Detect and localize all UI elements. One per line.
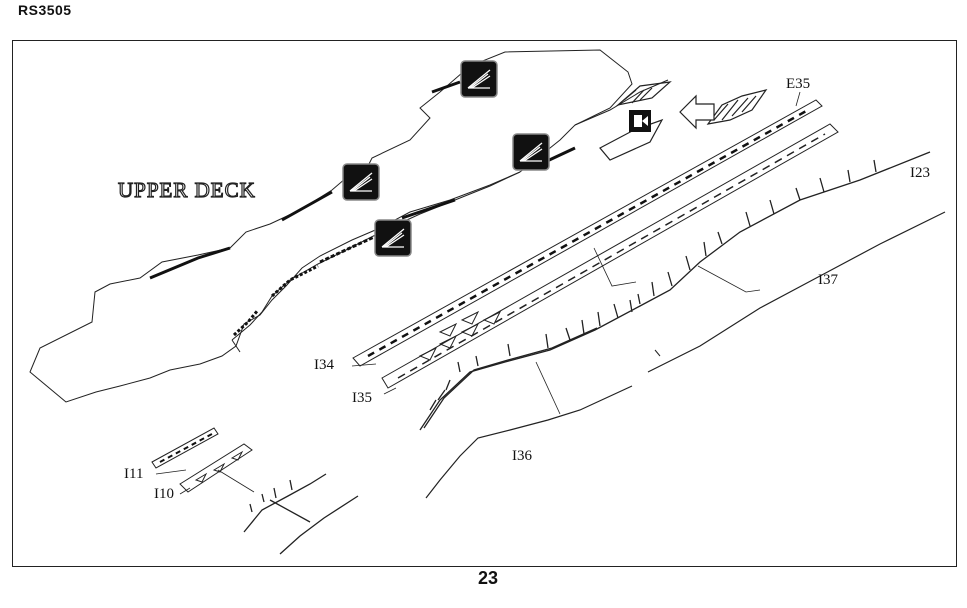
part-i37	[647, 211, 946, 373]
label-i36: I36	[512, 448, 532, 464]
label-i34: I34	[314, 357, 334, 373]
gallery-icon	[460, 60, 498, 98]
part-i11	[151, 427, 219, 469]
part-i36	[425, 385, 633, 499]
diagram-frame	[12, 40, 957, 567]
label-i11: I11	[124, 466, 144, 482]
direction-arrow	[679, 94, 715, 130]
gallery-icon	[512, 133, 550, 171]
label-i23: I23	[910, 165, 930, 181]
part-e35	[352, 99, 823, 367]
gallery-icon	[342, 163, 380, 201]
gallery-icon	[374, 219, 412, 257]
label-i35: I35	[352, 390, 372, 406]
i23-posts	[429, 159, 877, 411]
part-i35	[381, 123, 839, 389]
page-number: 23	[478, 568, 499, 588]
flip-part-icon	[629, 110, 651, 132]
part-i23	[419, 151, 931, 431]
leader-lines	[155, 91, 801, 495]
document-code: RS3505	[18, 2, 72, 18]
part-i10	[179, 443, 253, 493]
upper-deck-part	[29, 49, 669, 403]
label-i37: I37	[818, 272, 838, 288]
sponson-parts	[599, 81, 768, 161]
label-e35: E35	[786, 76, 811, 92]
upper-deck-title: UPPER DECK	[117, 177, 256, 202]
gallery-edges	[149, 80, 576, 337]
label-i10: I10	[154, 486, 174, 502]
i35-triangles	[418, 310, 502, 361]
small-railing	[243, 473, 359, 555]
